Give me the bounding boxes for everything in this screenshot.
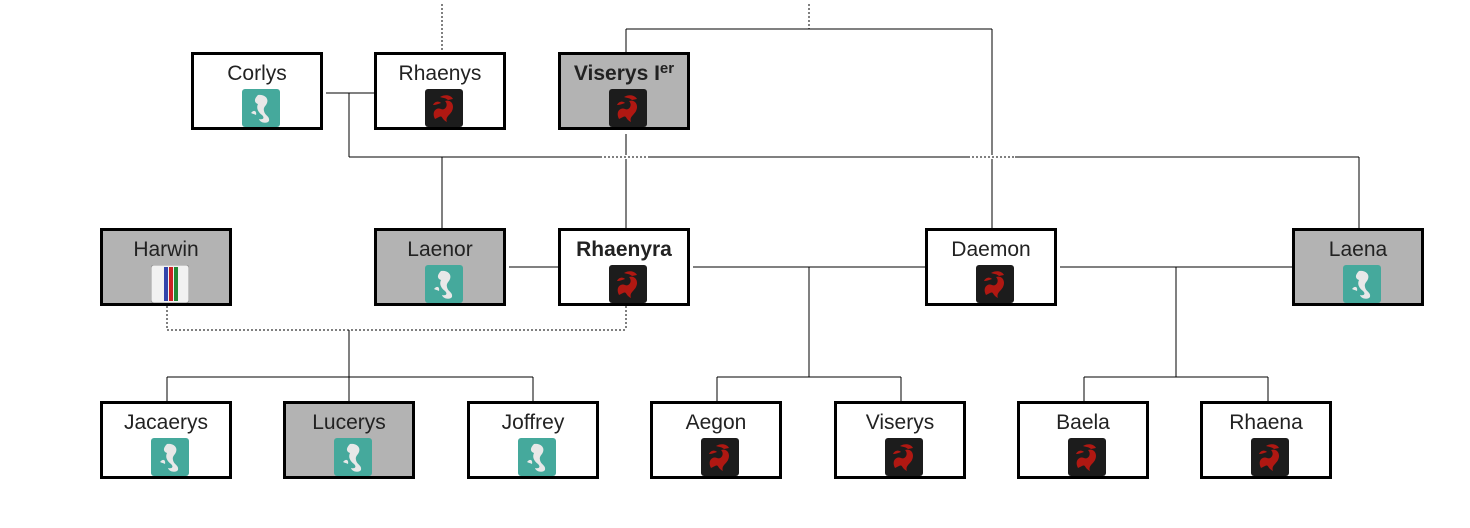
targaryen-dragon-icon xyxy=(976,265,1014,303)
person-name: Baela xyxy=(1056,411,1110,434)
person-aegon: Aegon xyxy=(650,401,782,479)
person-name: Rhaena xyxy=(1229,411,1303,434)
person-name: Harwin xyxy=(133,238,199,261)
name-superscript: er xyxy=(659,60,675,77)
targaryen-dragon-icon xyxy=(1068,438,1106,476)
velaryon-seahorse-icon xyxy=(1343,265,1381,303)
targaryen-dragon-icon xyxy=(425,89,463,127)
person-lucerys: Lucerys xyxy=(283,401,415,479)
person-name: Daemon xyxy=(951,238,1031,261)
targaryen-dragon-icon xyxy=(701,438,739,476)
person-name: Laena xyxy=(1328,238,1388,261)
person-rhaenys: Rhaenys xyxy=(374,52,506,130)
velaryon-seahorse-icon xyxy=(151,438,189,476)
person-name: Rhaenyra xyxy=(576,238,672,261)
targaryen-dragon-icon xyxy=(885,438,923,476)
velaryon-seahorse-icon xyxy=(334,438,372,476)
person-jacaerys: Jacaerys xyxy=(100,401,232,479)
person-name: Laenor xyxy=(407,238,473,261)
velaryon-seahorse-icon xyxy=(518,438,556,476)
person-name: Lucerys xyxy=(312,411,386,434)
targaryen-dragon-icon xyxy=(1251,438,1289,476)
person-laenor: Laenor xyxy=(374,228,506,306)
person-rhaenyra: Rhaenyra xyxy=(558,228,690,306)
velaryon-seahorse-icon xyxy=(242,89,280,127)
person-harwin: Harwin xyxy=(100,228,232,306)
person-daemon: Daemon xyxy=(925,228,1057,306)
targaryen-dragon-icon xyxy=(609,265,647,303)
person-name: Corlys xyxy=(227,62,287,85)
person-rhaena: Rhaena xyxy=(1200,401,1332,479)
person-name: Aegon xyxy=(685,411,747,434)
person-joffrey: Joffrey xyxy=(467,401,599,479)
strong-banner-icon xyxy=(151,265,189,303)
person-viserys: Viserys xyxy=(834,401,966,479)
person-name: Viserys Ier xyxy=(573,60,675,85)
person-corlys: Corlys xyxy=(191,52,323,130)
velaryon-seahorse-icon xyxy=(425,265,463,303)
person-viserys-i: Viserys Ier xyxy=(558,52,690,130)
person-laena: Laena xyxy=(1292,228,1424,306)
person-name: Viserys xyxy=(865,411,935,434)
person-baela: Baela xyxy=(1017,401,1149,479)
person-name: Rhaenys xyxy=(398,62,482,85)
targaryen-dragon-icon xyxy=(609,89,647,127)
person-name: Joffrey xyxy=(501,411,565,434)
person-name: Jacaerys xyxy=(123,411,209,434)
